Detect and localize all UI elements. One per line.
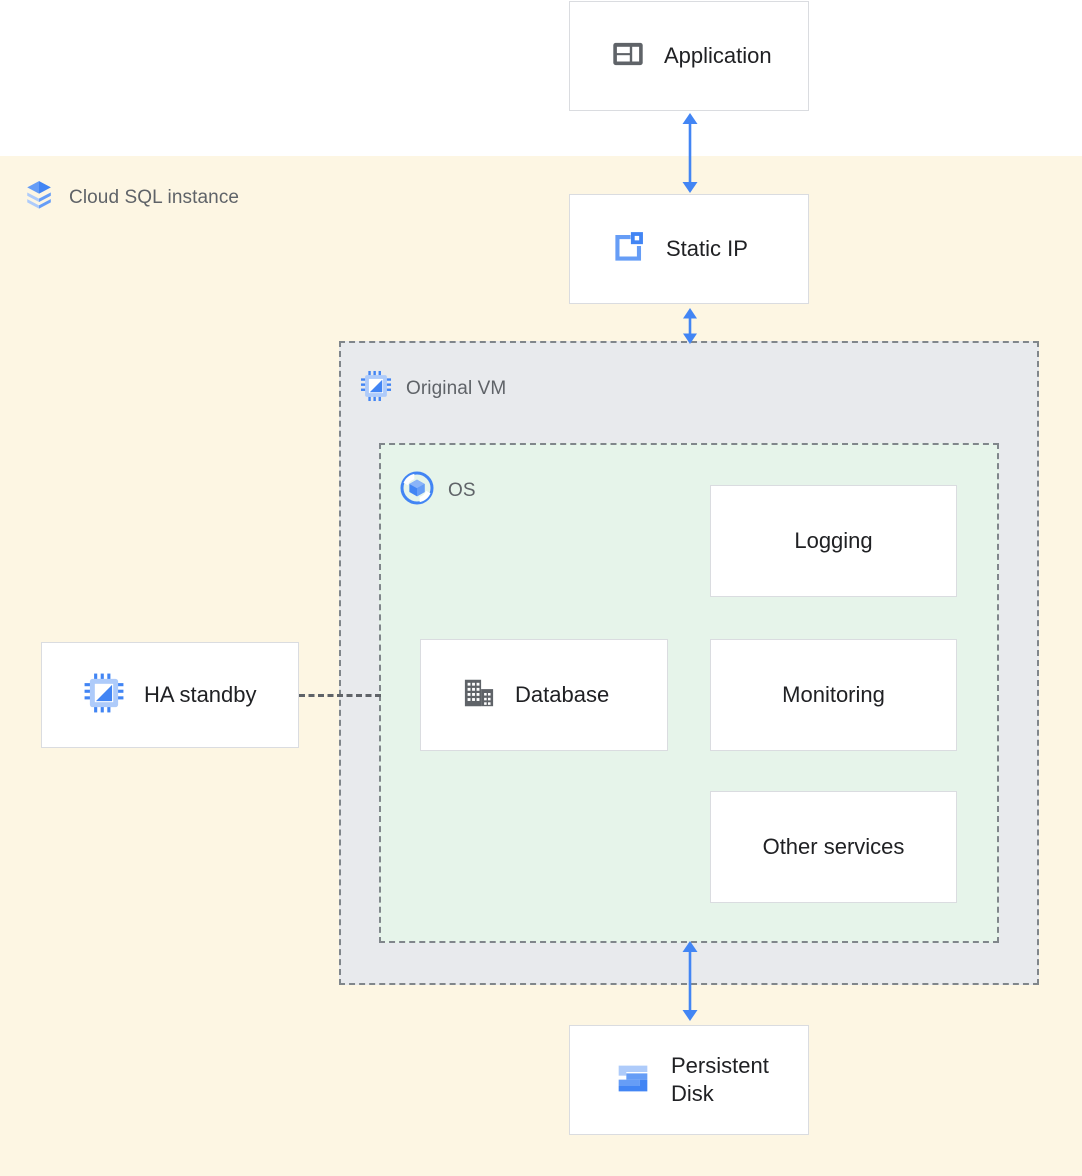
connector-static-ip-to-vm [683, 308, 697, 344]
vm-chip-icon [359, 369, 393, 408]
application-icon [610, 36, 646, 77]
node-monitoring[interactable]: Monitoring [710, 639, 957, 751]
node-static-ip[interactable]: Static IP [569, 194, 809, 304]
node-label: Static IP [666, 235, 748, 261]
zone-label-text: Cloud SQL instance [69, 186, 240, 208]
connector-app-to-static-ip [682, 113, 698, 193]
node-persistent-disk[interactable]: Persistent Disk [569, 1025, 809, 1135]
zone-label-cloud-sql-instance: Cloud SQL instance [22, 178, 239, 217]
node-other-services[interactable]: Other services [710, 791, 957, 903]
node-label: Database [515, 681, 610, 707]
zone-label-original-vm: Original VM [359, 369, 506, 408]
os-icon [399, 470, 435, 511]
node-database[interactable]: Database [420, 639, 668, 751]
connector-vm-to-persistent-disk [682, 941, 698, 1021]
node-ha-standby[interactable]: HA standby [41, 642, 299, 748]
zone-label-text: OS [448, 479, 476, 501]
node-label: Monitoring [782, 681, 885, 707]
persistent-disk-icon [613, 1058, 653, 1103]
node-label: Persistent Disk [671, 1052, 769, 1106]
node-label: HA standby [144, 681, 257, 707]
zone-label-text: Original VM [406, 377, 507, 399]
connector-ha-standby-to-os [299, 694, 381, 697]
database-building-icon [461, 675, 497, 716]
node-label: Logging [794, 527, 873, 553]
node-label: Other services [762, 833, 905, 859]
zone-label-os: OS [399, 470, 476, 511]
node-logging[interactable]: Logging [710, 485, 957, 597]
chip-icon [82, 671, 126, 720]
node-application[interactable]: Application [569, 1, 809, 111]
node-label: Application [664, 42, 772, 68]
cloud-sql-icon [22, 178, 56, 217]
static-ip-icon [610, 228, 648, 271]
